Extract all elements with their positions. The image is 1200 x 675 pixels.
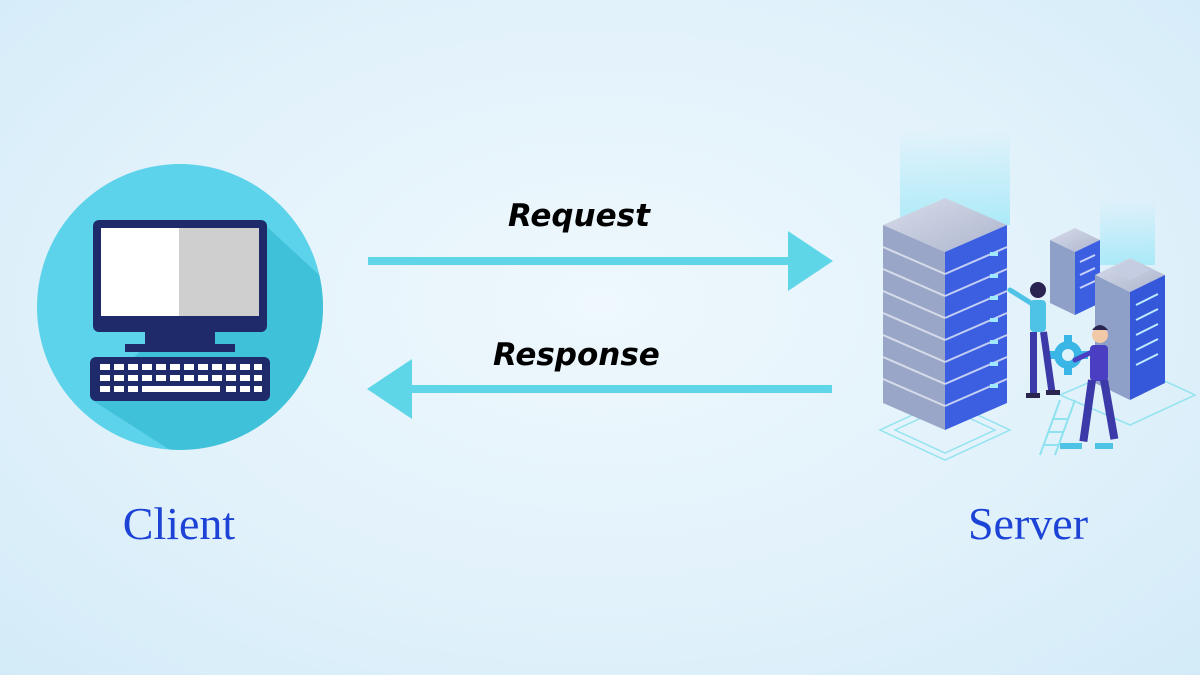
server-tower-right-face	[944, 225, 1008, 430]
keyboard-keys	[100, 364, 262, 392]
server-tower-back-small	[1050, 228, 1100, 315]
desktop-computer-icon	[37, 164, 323, 450]
server-light-beam-small	[1100, 200, 1155, 265]
server-rack-icon	[878, 130, 1197, 461]
request-arrow	[368, 231, 833, 291]
response-label: Response	[493, 337, 660, 373]
request-label: Request	[508, 198, 650, 234]
person-man-figure	[1060, 325, 1119, 449]
server-label: Server	[967, 498, 1089, 549]
client-label: Client	[122, 498, 236, 549]
ladder	[1039, 399, 1076, 456]
response-arrow	[367, 359, 832, 419]
monitor-screen-left	[101, 228, 179, 316]
server-tower-left-face	[882, 225, 946, 430]
server-cabinet-right	[1095, 258, 1165, 400]
monitor-base	[125, 344, 235, 352]
server-tower-main	[882, 198, 1008, 430]
person-woman-figure	[1007, 282, 1060, 398]
monitor-screen-right	[179, 228, 259, 316]
monitor-stand	[145, 332, 215, 344]
